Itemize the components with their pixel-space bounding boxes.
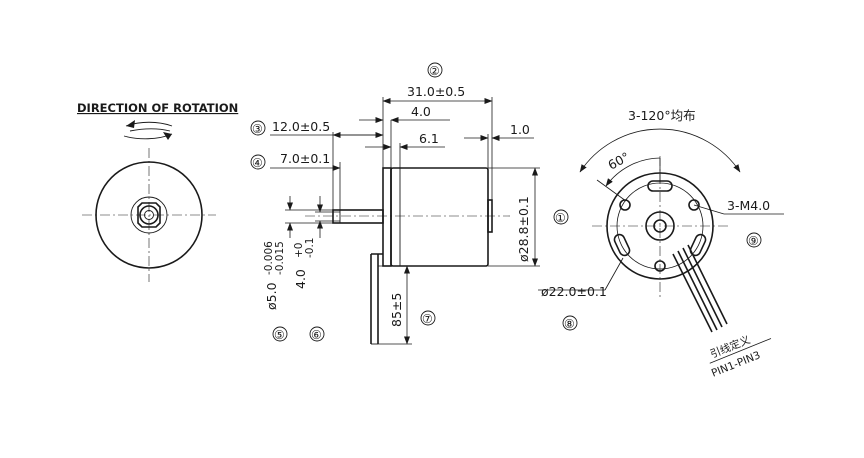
callout-6: ⑥ [311,328,322,342]
dim-flat-tol-top: +0 [293,243,305,258]
dim-shaft-tol-top: -0.006 [263,241,275,275]
callout-1: ① [555,211,566,225]
terminal-pins [370,253,383,344]
dim-lead-length: 85±5 [389,293,404,327]
side-view: 31.0±0.5 4.0 12.0±0.5 6.1 1.0 7.0±0.1 ø2… [250,62,569,345]
callout-3: ③ [252,122,263,136]
callout-5: ⑤ [274,328,285,342]
dim-shaft-tol-bot: -0.015 [274,241,286,275]
callout-2: ② [429,64,440,78]
rear-view: 60° 3-120°均布 3-M4.0 ø22.0±0.1 ⑧ ⑨ 引线定义 P… [538,108,784,380]
dim-61: 6.1 [419,131,439,146]
dim-60: 60° [605,149,632,173]
mount-hole-bottom [654,260,666,272]
dim-flat-tol-bot: -0.1 [304,238,316,259]
dim-flat-length: 7.0±0.1 [280,151,330,166]
dim-boss: 1.0 [510,122,530,137]
dim-hole-pattern: 3-120°均布 [628,108,696,123]
callout-7: ⑦ [422,312,433,326]
callout-8: ⑧ [564,317,575,331]
dim-flange: 4.0 [411,104,431,119]
dim-shaft-dia: ø5.0 [264,282,279,310]
lead-wires [672,244,728,333]
dim-body-dia: ø28.8±0.1 [516,196,531,262]
dim-thread: 3-M4.0 [727,198,770,213]
mount-flange [382,167,392,267]
dim-length: 31.0±0.5 [407,84,465,99]
dim-shaft-length: 12.0±0.5 [272,119,330,134]
motor-body [390,167,489,267]
shaft [332,209,384,224]
callout-9: ⑨ [748,234,759,248]
callout-4: ④ [252,156,263,170]
dim-flat: 4.0 [293,269,308,289]
mount-hole-right [688,199,700,211]
rotation-arrow-icon [123,120,173,140]
rotation-title: DIRECTION OF ROTATION [77,101,238,115]
front-housing-outline [95,161,203,269]
dim-pcd: ø22.0±0.1 [541,284,607,299]
front-view: DIRECTION OF ROTATION [77,101,238,282]
